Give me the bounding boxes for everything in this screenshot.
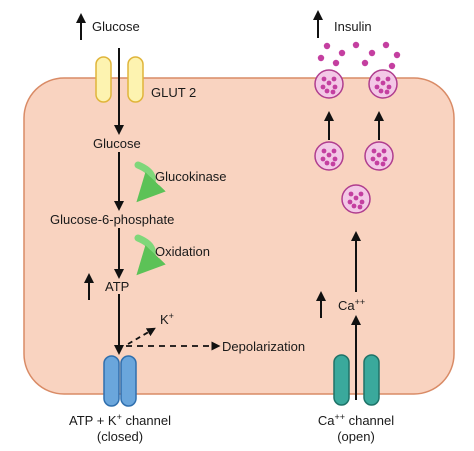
insulin-molecule xyxy=(326,80,332,86)
insulin-molecule xyxy=(321,76,327,82)
insulin-molecule xyxy=(347,199,353,205)
katp-channel xyxy=(103,355,137,407)
released-insulin-molecule xyxy=(393,51,401,59)
insulin-molecule xyxy=(385,76,391,82)
glut2-label: GLUT 2 xyxy=(151,85,196,100)
g6p-label: Glucose-6-phosphate xyxy=(50,212,174,227)
katp-channel-state-label: (closed) xyxy=(97,429,143,444)
oxidation-label: Oxidation xyxy=(155,244,210,259)
insulin-molecule xyxy=(386,84,392,90)
calcium-channel xyxy=(333,354,380,406)
oxidation-curved-arrow xyxy=(134,234,166,276)
glucokinase-curved-arrow xyxy=(134,161,166,203)
insulin-molecule xyxy=(330,161,336,167)
depolarization-label: Depolarization xyxy=(222,339,305,354)
calcium-channel-state-label: (open) xyxy=(337,429,375,444)
katp-channel-label: ATP + K+ channel xyxy=(69,412,171,428)
insulin-molecule xyxy=(326,152,332,158)
released-insulin-molecule xyxy=(352,41,360,49)
released-insulin-molecule xyxy=(388,62,396,70)
insulin-molecule xyxy=(374,84,380,90)
insulin-granules xyxy=(314,41,401,214)
insulin-molecule xyxy=(376,152,382,158)
glucose-inside-label: Glucose xyxy=(93,136,141,151)
insulin-molecule xyxy=(330,89,336,95)
insulin-molecule xyxy=(351,203,357,209)
insulin-molecule xyxy=(381,148,387,154)
insulin-molecule xyxy=(382,156,388,162)
released-insulin-molecule xyxy=(317,54,325,62)
atp-label: ATP xyxy=(105,279,129,294)
released-insulin-molecule xyxy=(382,41,390,49)
k-efflux-dashed-arrow xyxy=(127,327,156,345)
insulin-molecule xyxy=(331,76,337,82)
insulin-molecule xyxy=(320,84,326,90)
insulin-molecule xyxy=(371,148,377,154)
insulin-molecule xyxy=(353,195,359,201)
insulin-molecule xyxy=(380,161,386,167)
glucokinase-label: Glucokinase xyxy=(155,169,227,184)
insulin-molecule xyxy=(332,156,338,162)
insulin-molecule xyxy=(324,88,330,94)
insulin-molecule xyxy=(375,76,381,82)
insulin-molecule xyxy=(380,80,386,86)
k-ion-label: K+ xyxy=(160,311,174,327)
calcium-channel-label: Ca++ channel xyxy=(318,412,394,428)
insulin-molecule xyxy=(324,160,330,166)
insulin-molecule xyxy=(374,160,380,166)
released-insulin-molecule xyxy=(361,59,369,67)
calcium-ion-label: Ca++ xyxy=(338,297,365,313)
insulin-molecule xyxy=(320,156,326,162)
insulin-molecule xyxy=(358,191,364,197)
insulin-molecule xyxy=(348,191,354,197)
insulin-label: Insulin xyxy=(334,19,372,34)
insulin-molecule xyxy=(384,89,390,95)
insulin-molecule xyxy=(332,84,338,90)
released-insulin-molecule xyxy=(338,49,346,57)
beta-cell xyxy=(23,77,455,395)
released-insulin-molecule xyxy=(332,59,340,67)
insulin-molecule xyxy=(321,148,327,154)
insulin-molecule xyxy=(359,199,365,205)
glut2-transporter xyxy=(95,56,144,103)
insulin-molecule xyxy=(378,88,384,94)
released-insulin-molecule xyxy=(368,49,376,57)
insulin-molecule xyxy=(370,156,376,162)
glucose-outside-label: Glucose xyxy=(92,19,140,34)
released-insulin-molecule xyxy=(323,42,331,50)
insulin-molecule xyxy=(331,148,337,154)
insulin-molecule xyxy=(357,204,363,210)
